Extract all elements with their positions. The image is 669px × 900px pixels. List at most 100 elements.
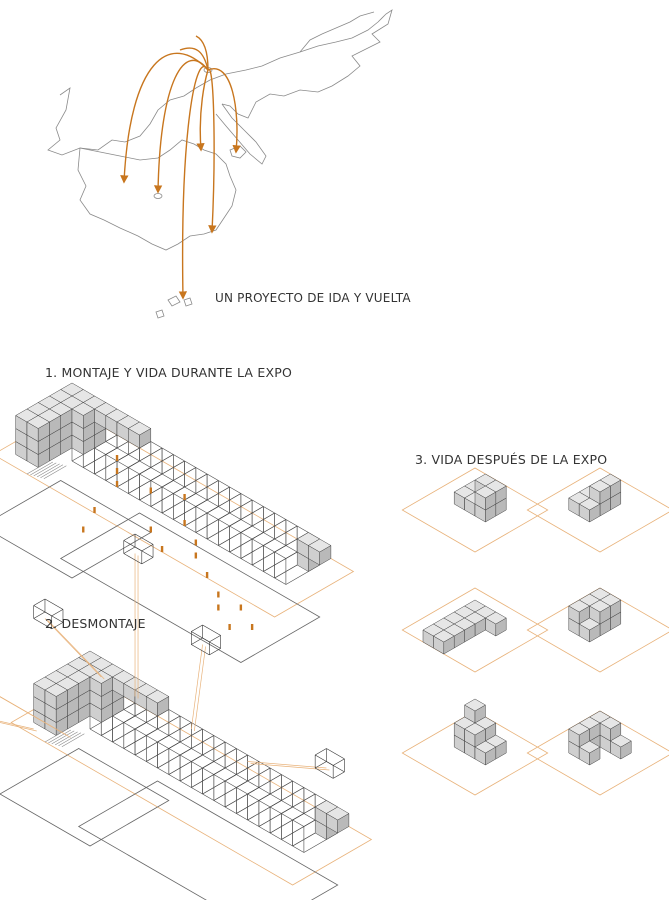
module-block-top — [44, 683, 69, 697]
canopy-frame-edge — [206, 538, 219, 546]
lifted-module-edge — [123, 540, 142, 552]
lifted-module-edge — [51, 609, 64, 617]
canopy-frame-edge — [274, 512, 287, 520]
lifted-module-edge — [51, 622, 64, 630]
canopy-frame-edge — [146, 715, 181, 736]
canopy-frame-edge — [134, 715, 147, 723]
person-marker-icon — [228, 624, 231, 630]
lifted-module-edge — [141, 557, 154, 565]
canopy-frame-edge — [139, 499, 151, 507]
canopy-frame-edge — [229, 506, 264, 527]
lifted-module-edge — [315, 754, 334, 766]
canopy-frame-edge — [236, 748, 248, 756]
module-block-top — [127, 421, 152, 436]
module-block-top — [578, 617, 601, 631]
canopy-frame-edge — [224, 767, 237, 775]
canopy-frame-edge — [179, 741, 192, 749]
lifted-module-edge — [44, 598, 64, 610]
module-block-top — [464, 698, 486, 712]
lift-guide — [44, 618, 102, 678]
canopy-frame-edge — [292, 780, 305, 788]
stair-step — [40, 464, 64, 479]
canopy-frame-edge — [150, 441, 163, 449]
canopy-frame-edge — [281, 800, 293, 808]
person-marker-icon — [194, 539, 198, 546]
canopy-frame-edge — [134, 754, 147, 762]
canopy-frame-edge — [251, 519, 287, 540]
canopy-frame-edge — [150, 467, 163, 475]
reuse-configuration — [401, 587, 549, 673]
reuse-configuration — [526, 710, 669, 796]
canopy-frame-edge — [251, 564, 264, 572]
page-title: UN PROYECTO DE IDA Y VUELTA — [215, 291, 411, 305]
canopy-frame-edge — [191, 761, 203, 769]
lifted-module-edge — [191, 644, 210, 656]
lift-guide — [193, 646, 206, 732]
section-title-assembly: 1. MONTAJE Y VIDA DURANTE LA EXPO — [45, 365, 292, 380]
lifted-module-edge — [202, 624, 221, 636]
person-marker-icon — [250, 624, 254, 630]
canopy-frame-edge — [247, 780, 260, 788]
canopy-frame-edge — [168, 735, 181, 743]
canopy-frame-edge — [195, 506, 208, 514]
canopy-frame-edge — [240, 532, 253, 540]
canopy-frame-edge — [123, 748, 136, 756]
canopy-frame-edge — [269, 806, 282, 814]
person-marker-icon — [82, 526, 85, 533]
canopy-frame-edge — [240, 512, 275, 533]
canopy-frame-edge — [236, 767, 271, 788]
route-arc — [179, 47, 209, 71]
canopy-frame-edge — [258, 780, 293, 801]
canopy-frame-edge — [285, 545, 298, 553]
canopy-frame-edge — [269, 767, 282, 775]
canopy-frame-edge — [128, 454, 140, 462]
canopy-frame-edge — [94, 447, 106, 455]
route-arc — [196, 69, 209, 152]
module-block-top — [609, 734, 632, 748]
canopy-frame-edge — [191, 741, 226, 762]
person-marker-icon — [115, 468, 119, 474]
canopy-frame-edge — [128, 467, 140, 475]
canopy-frame-edge — [191, 787, 203, 795]
canopy-frame-edge — [112, 741, 124, 749]
canopy-frame-edge — [83, 467, 95, 475]
canopy-frame-edge — [263, 571, 275, 579]
canopy-frame-edge — [240, 558, 253, 566]
reuse-configuration — [401, 698, 549, 796]
canopy-frame-edge — [263, 532, 275, 540]
canopy-frame-edge — [236, 813, 248, 821]
canopy-frame-edge — [218, 499, 253, 520]
canopy-frame-edge — [251, 538, 264, 546]
canopy-frame-edge — [184, 486, 196, 494]
canopy-frame-edge — [173, 519, 185, 527]
canopy-frame-edge — [263, 545, 275, 553]
section-title-dismantling: 2. DESMONTAJE — [45, 616, 146, 631]
person-marker-icon — [205, 572, 209, 578]
canopy-frame-edge — [184, 460, 196, 468]
canopy-frame-edge — [269, 787, 305, 808]
canopy-frame-edge — [251, 525, 264, 533]
person-marker-icon — [217, 591, 220, 598]
module-block-top — [589, 599, 611, 613]
canopy-frame-edge — [157, 728, 169, 736]
lifted-module-edge — [315, 761, 327, 769]
canopy-frame-edge — [112, 715, 124, 723]
canopy-frame-edge — [116, 460, 129, 468]
person-marker-icon — [194, 552, 198, 559]
canopy-frame-edge — [240, 493, 253, 501]
lifted-module-edge — [191, 637, 203, 645]
canopy-frame-edge — [161, 447, 174, 455]
canopy-frame-edge — [150, 460, 185, 481]
canopy-frame-edge — [247, 819, 260, 827]
canopy-frame-edge — [303, 813, 316, 821]
module-block-top — [599, 716, 622, 730]
canopy-frame-edge — [123, 722, 136, 730]
site-plot — [401, 587, 549, 673]
route-arc — [195, 35, 209, 71]
stair-step — [51, 730, 75, 745]
canopy-frame-edge — [224, 741, 237, 749]
canopy-frame-edge — [184, 525, 196, 533]
canopy-frame-edge — [168, 709, 181, 717]
